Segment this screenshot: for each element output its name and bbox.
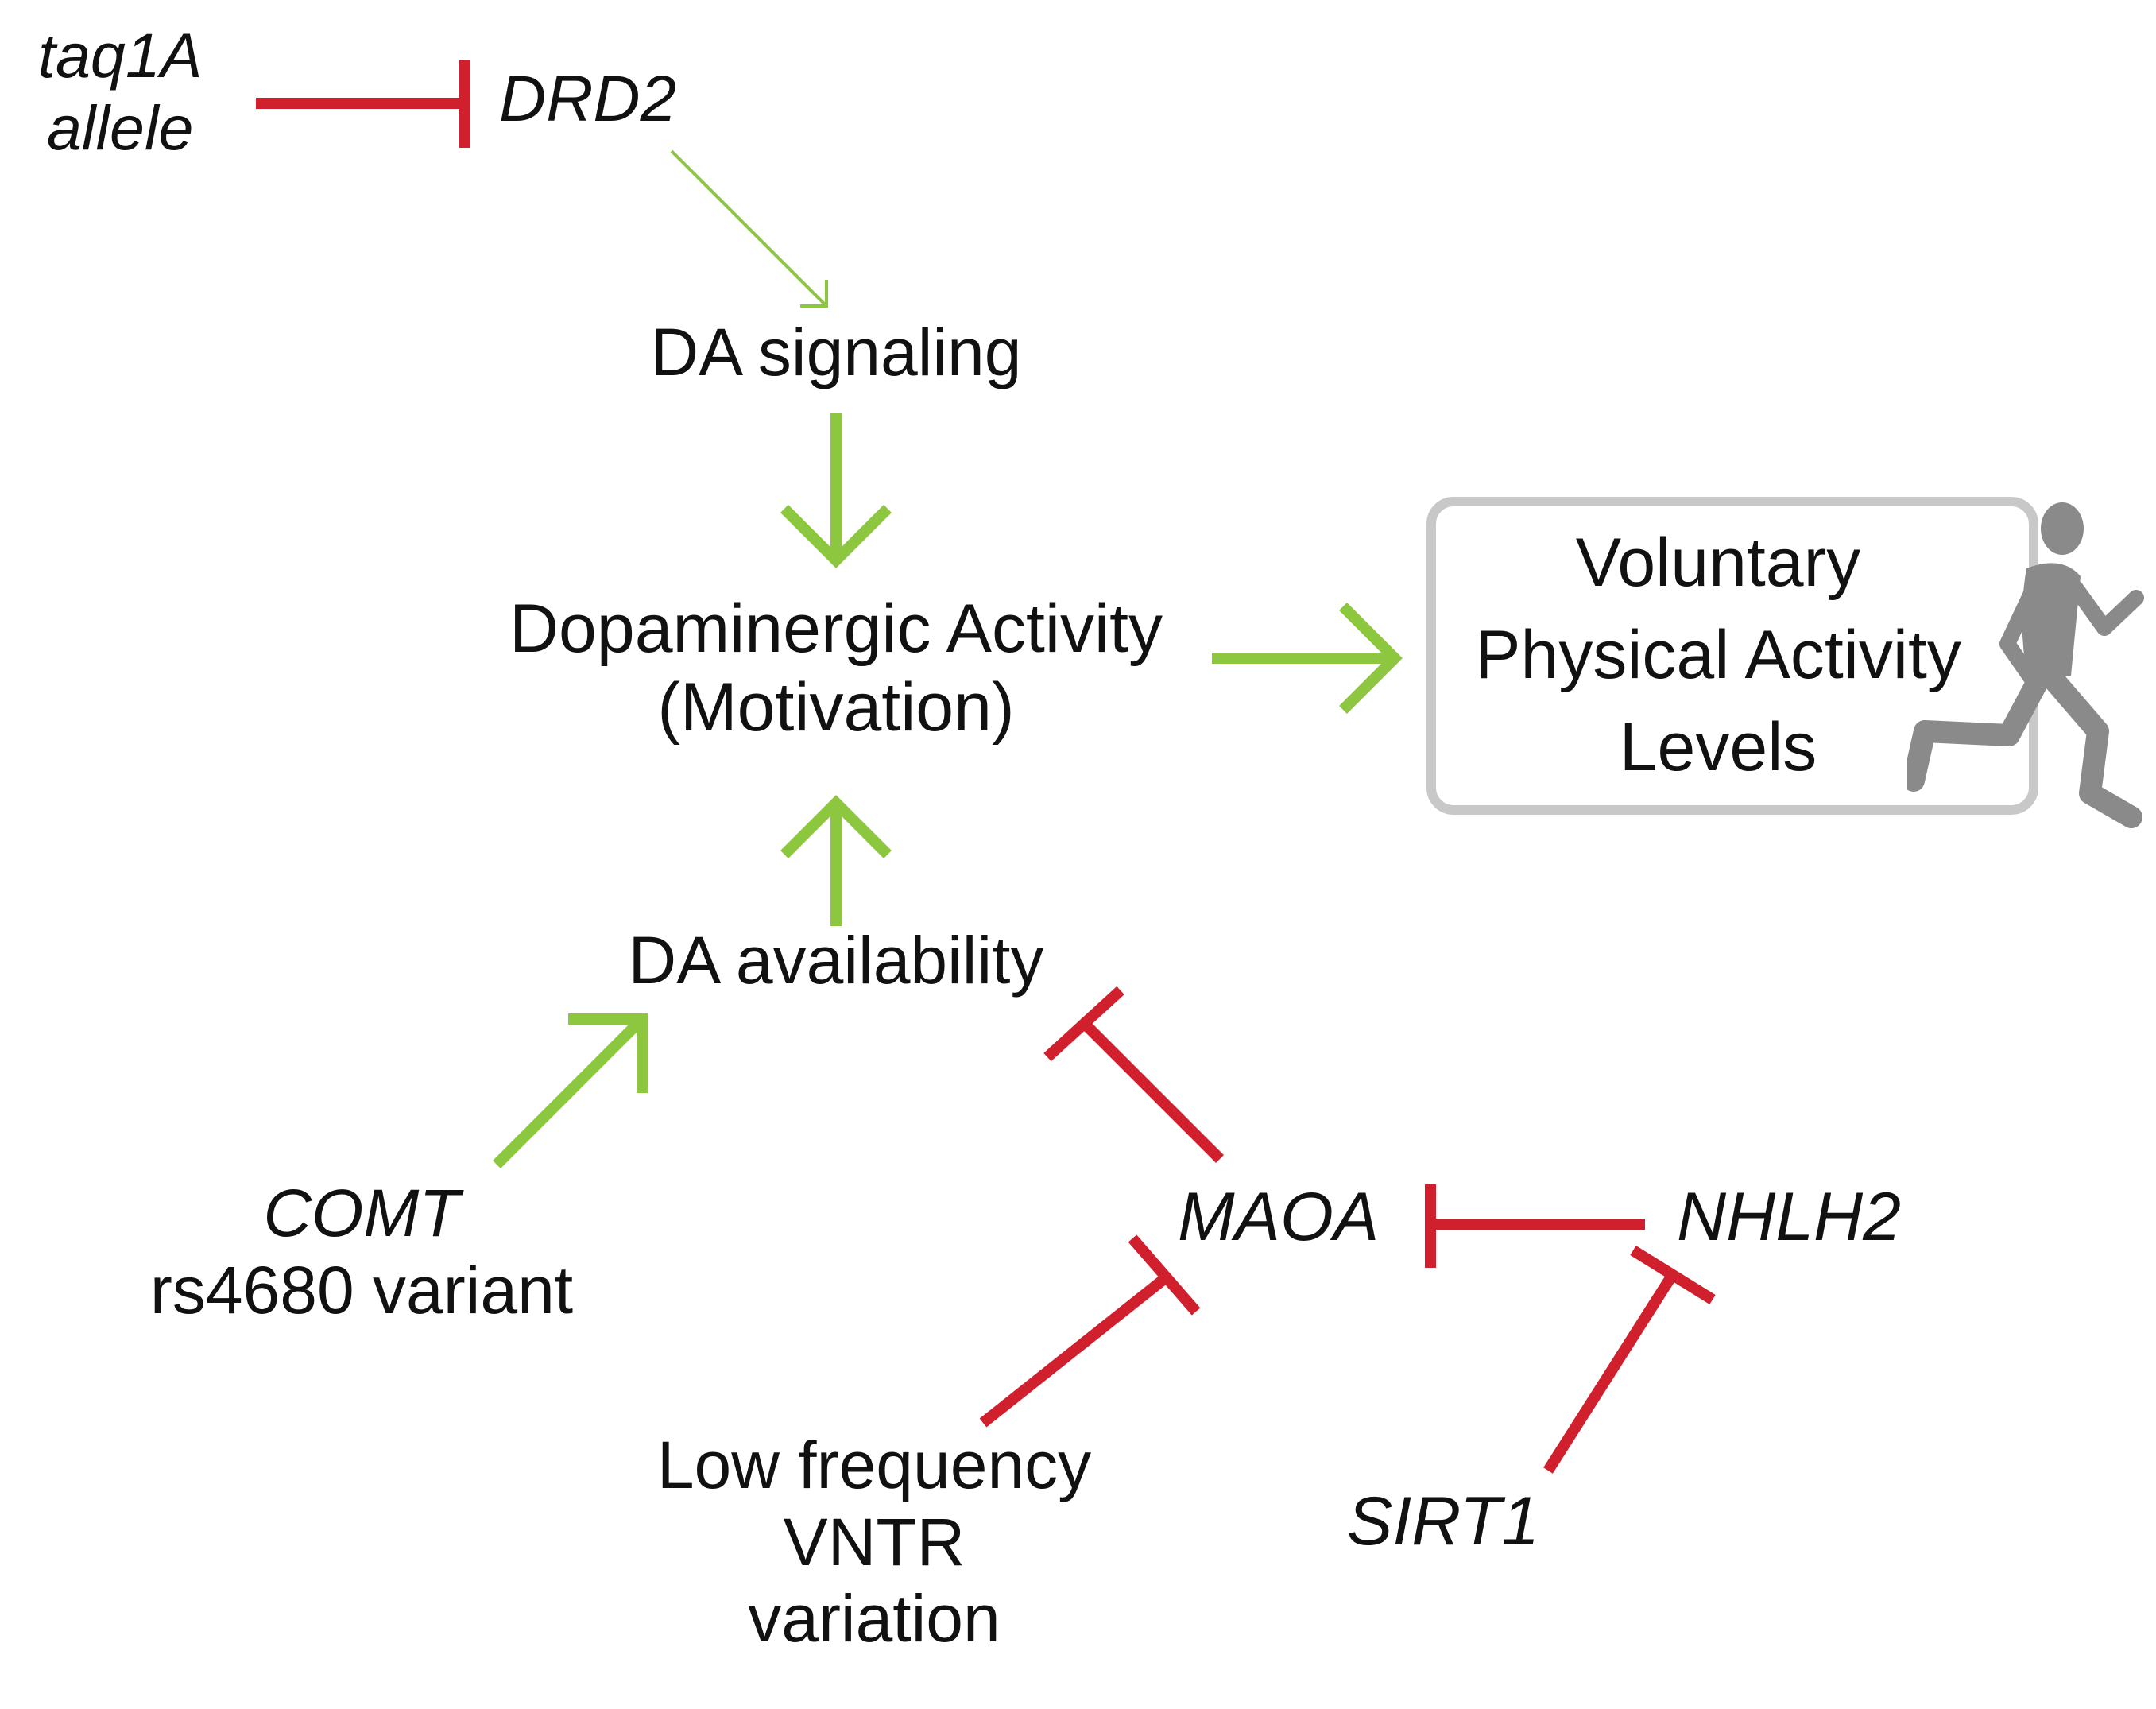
voluntary-line-2: Physical Activity [1475, 617, 1961, 694]
dopaminergic-line-1: Dopaminergic Activity [509, 591, 1163, 667]
voluntary-line-1: Voluntary [1575, 525, 1861, 601]
comt-line-2: rs4680 variant [149, 1252, 574, 1327]
dopaminergic-activity-label: Dopaminergic Activity (Motivation) [509, 590, 1163, 747]
vntr-variation-label: Low frequency VNTR variation [657, 1427, 1091, 1657]
da-availability-label: DA availability [628, 923, 1044, 998]
comt-label: COMT rs4680 variant [150, 1175, 573, 1328]
dopaminergic-line-2: (Motivation) [657, 668, 1015, 746]
vntr-line-2: VNTR [783, 1504, 966, 1579]
comt-line-1: COMT [263, 1176, 460, 1250]
vntr-line-1: Low frequency [656, 1428, 1092, 1502]
voluntary-line-3: Levels [1619, 709, 1817, 786]
sirt1-label: SIRT1 [1347, 1483, 1540, 1560]
vntr-line-3: variation [748, 1581, 1001, 1657]
edge-da-signaling-activates-dopaminergic [780, 413, 892, 568]
maoa-label: MAOA [1178, 1179, 1380, 1255]
edge-vntr-inhibits-maoa [979, 1234, 1201, 1428]
edge-maoa-inhibits-da-availability [1043, 986, 1224, 1163]
edge-drd2-activates-da-signaling [670, 149, 828, 308]
taq1a-allele-label: taq1A allele [38, 20, 202, 165]
da-signaling-label: DA signaling [650, 315, 1022, 389]
edge-sirt1-inhibits-nhlh2 [1543, 1246, 1716, 1474]
edge-taq1a-inhibits-drd2 [256, 60, 470, 148]
voluntary-physical-activity-label: Voluntary Physical Activity Levels [1475, 517, 1961, 793]
edge-dopaminergic-activates-physical-activity [1212, 603, 1403, 714]
running-person-icon [1907, 502, 2144, 828]
edge-da-availability-activates-dopaminergic [780, 795, 892, 926]
voluntary-physical-activity-box [1426, 497, 2038, 815]
taq1a-line-2: allele [46, 91, 194, 163]
nhlh2-label: NHLH2 [1677, 1179, 1901, 1255]
edge-nhlh2-inhibits-maoa [1425, 1184, 1645, 1268]
edge-comt-activates-da-availability [493, 1013, 648, 1168]
drd2-label: DRD2 [499, 63, 677, 135]
taq1a-line-1: taq1A [38, 20, 203, 91]
